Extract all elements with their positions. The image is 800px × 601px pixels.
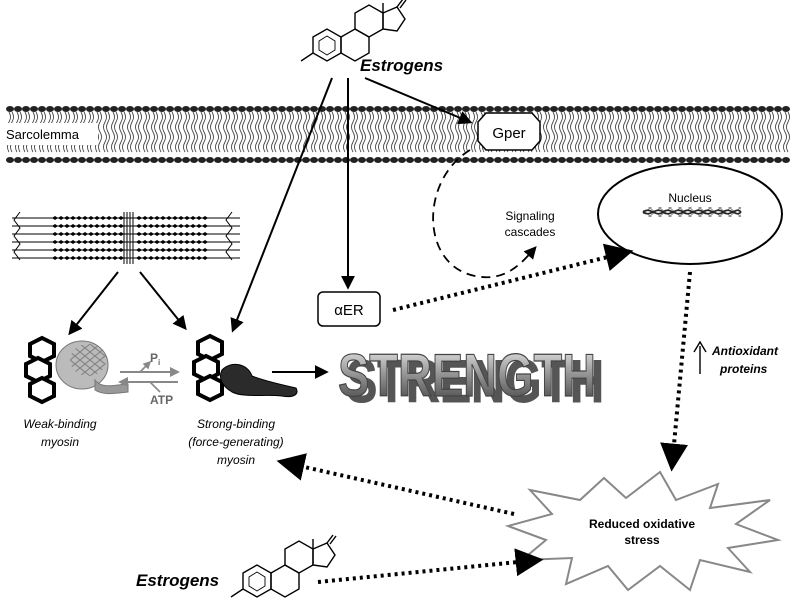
alpha-er-receptor: αER: [317, 291, 381, 327]
estrogen-molecule-bottom: [230, 534, 337, 598]
pi-atp-exchange: P i ATP: [118, 351, 180, 407]
antioxidant-line1: Antioxidant: [711, 344, 779, 358]
arrow-oxidative-to-strong-myosin: [276, 453, 515, 516]
estrogens-top-label: Estrogens: [360, 56, 443, 75]
arrow-sarcomere-to-strong: [139, 271, 187, 331]
strength-shadow: STRENGTH: [346, 348, 604, 415]
membrane-lipid-tails: [7, 111, 790, 153]
estrogens-bottom-label: Estrogens: [136, 571, 219, 590]
estrogen-molecule-top: [300, 0, 407, 62]
alpha-er-label: αER: [334, 302, 364, 319]
arrow-estrogen-to-strong-myosin: [230, 77, 333, 333]
gper-label: Gper: [492, 125, 525, 142]
strong-myosin-line3: myosin: [217, 453, 255, 467]
weak-myosin-line2: myosin: [41, 435, 79, 449]
sarcolemma-label-bg: [2, 123, 98, 145]
oxidative-line1: Reduced oxidative: [589, 517, 695, 531]
sarcolemma-membrane: [6, 106, 790, 163]
signaling-line2: cascades: [505, 225, 556, 239]
dna-helix-icon: [642, 207, 742, 217]
strength-label: STRENGTH: [338, 342, 596, 409]
strong-myosin-line2: (force-generating): [188, 435, 283, 449]
nucleus-label: Nucleus: [668, 191, 711, 205]
signaling-line1: Signaling: [505, 209, 554, 223]
strength-wordart: STRENGTH STRENGTH: [337, 341, 604, 415]
gper-receptor: Gper: [477, 112, 541, 151]
sarcomere-filaments: [12, 211, 240, 264]
strong-myosin-line1: Strong-binding: [197, 417, 275, 431]
antioxidant-line2: proteins: [719, 362, 768, 376]
arrow-estrogen-to-gper: [364, 77, 473, 125]
sarcolemma-label: Sarcolemma: [6, 127, 80, 142]
weak-binding-myosin: [24, 335, 129, 405]
strong-binding-myosin: [192, 333, 298, 403]
nucleus: Nucleus: [597, 163, 783, 265]
weak-myosin-line1: Weak-binding: [23, 417, 96, 431]
pi-label: P: [150, 351, 158, 365]
pi-subscript: i: [158, 358, 160, 367]
arrow-sarcomere-to-weak: [68, 271, 119, 336]
arrow-estrogen-bottom-to-oxidative: [317, 548, 544, 584]
antioxidant-increase-icon: [693, 340, 707, 374]
arrow-aer-to-nucleus: [392, 243, 634, 312]
signaling-cascade-curve: [432, 149, 537, 279]
membrane-bottom-leaflet: [6, 157, 790, 163]
oxidative-stress-starburst: Reduced oxidative stress: [504, 470, 782, 592]
atp-label: ATP: [150, 393, 173, 407]
oxidative-line2: stress: [624, 533, 660, 547]
arrow-nucleus-to-oxidative-stress: [660, 271, 692, 472]
membrane-top-leaflet: [6, 106, 790, 112]
